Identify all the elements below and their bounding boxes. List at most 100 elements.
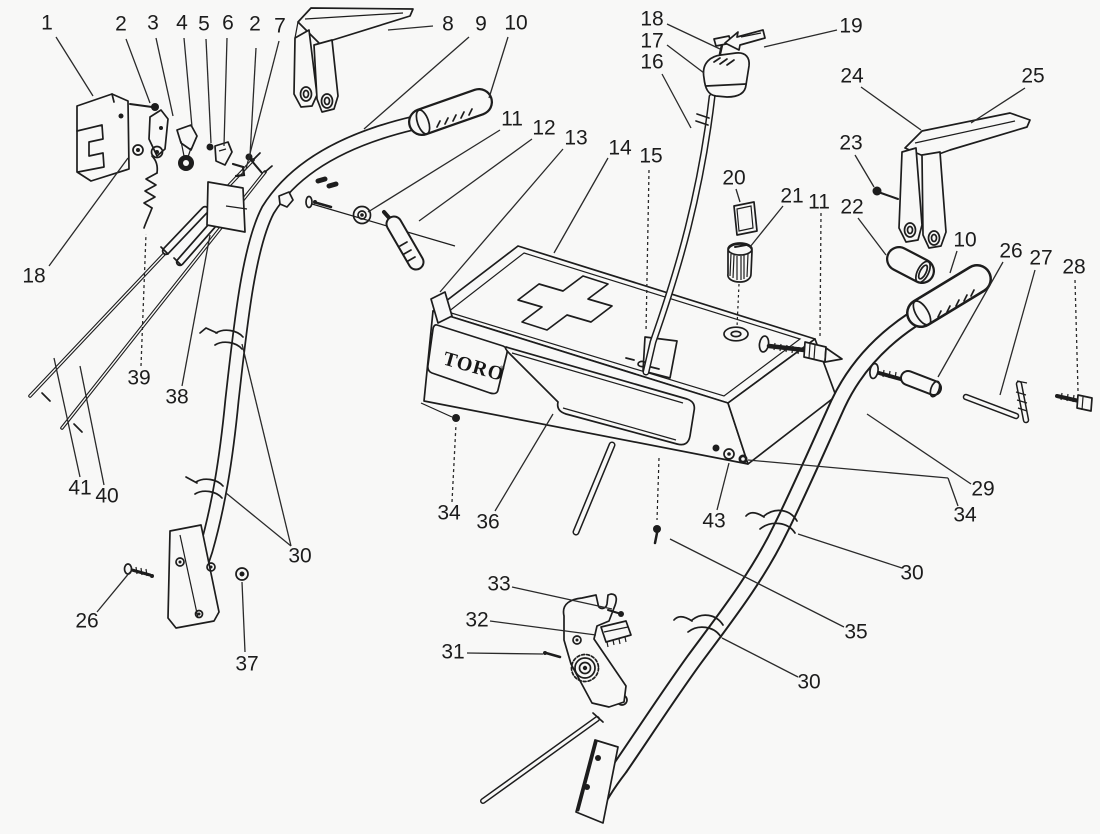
left-handlebar-tube (123, 115, 422, 629)
panel-fasteners-shape (723, 448, 735, 460)
callout-leader-8-8 (387, 25, 434, 31)
left-handlebar-tube-shape (179, 534, 199, 619)
callout-label-28-30: 28 (1062, 256, 1085, 279)
callout-label-29-48: 29 (971, 478, 994, 501)
callout-leader-27-29 (999, 269, 1036, 396)
linkage-hardware-right-shape (902, 372, 940, 394)
lower-bracket-cluster-shape (607, 609, 619, 614)
callout-leader-6-5 (223, 37, 228, 147)
linkage-hardware-right (869, 362, 1093, 424)
callout-label-24-25: 24 (840, 65, 864, 88)
callout-leader-11-22 (819, 212, 822, 338)
linkage-hardware-right-shape (929, 380, 941, 398)
handle-bracket-right-shape (914, 120, 1016, 144)
knob-assembly-shape (727, 242, 753, 256)
handle-bracket-left-shape (299, 86, 313, 102)
lower-bracket-cluster-shape (572, 635, 582, 645)
callout-label-17-17: 17 (640, 30, 663, 53)
callout-label-18-31: 18 (22, 265, 45, 288)
knob-assembly (723, 201, 758, 342)
callout-label-1-0: 1 (41, 12, 53, 35)
callout-label-20-20: 20 (722, 167, 745, 190)
callout-label-22-23: 22 (840, 196, 863, 219)
left-handlebar-tube-shape (150, 574, 154, 578)
callout-label-15-15: 15 (639, 145, 662, 168)
callout-leader-12-12 (418, 138, 533, 222)
handle-bracket-right-shape (921, 151, 947, 249)
shift-lever-shape (705, 57, 747, 87)
left-handlebar-tube-shape (135, 566, 148, 577)
callout-leader-11-11 (367, 129, 501, 213)
callout-leader-3-2 (155, 37, 174, 117)
handle-grip-right-shape (912, 300, 932, 326)
direction-arrow-decal (724, 29, 766, 51)
right-handlebar-tube-shape (481, 717, 599, 803)
mount-bracket-and-lever-cluster-shape (151, 103, 159, 111)
callout-label-35-45: 35 (844, 621, 867, 644)
callout-leader-32-42 (489, 620, 597, 636)
handle-grip-right (906, 264, 992, 328)
handle-bracket-left-shape (302, 89, 310, 99)
mount-bracket-and-lever-cluster-shape (250, 159, 263, 174)
callout-label-13-13: 13 (564, 127, 587, 150)
callout-leader-29-48 (866, 413, 972, 485)
knob-assembly-shape (723, 326, 749, 342)
left-handlebar-tube-shape (175, 557, 185, 567)
callout-label-27-29: 27 (1029, 247, 1052, 270)
callout-label-40-35: 40 (95, 485, 118, 508)
panel-pivot-bolt-shape (808, 343, 816, 360)
mount-bracket-and-lever-cluster-shape (143, 155, 159, 229)
callout-leader-33-41 (511, 586, 613, 610)
callout-leader-17-17 (666, 44, 705, 74)
callout-label-41-34: 41 (68, 477, 91, 500)
mount-bracket-and-lever-cluster-shape (143, 172, 158, 209)
handle-bracket-right-shape (872, 186, 882, 196)
mount-bracket-and-lever-cluster-shape (111, 93, 115, 103)
callout-label-11-11: 11 (501, 108, 523, 131)
callout-leader-5-4 (205, 38, 212, 144)
callout-label-33-41: 33 (487, 573, 510, 596)
handle-bracket-left-shape (320, 93, 334, 109)
drive-lever-hardware-shape (315, 201, 333, 209)
panel-fasteners-shape (727, 452, 731, 456)
callout-label-18-18: 18 (640, 8, 663, 31)
callout-label-3-2: 3 (147, 12, 159, 35)
drive-lever-hardware-shape (315, 176, 339, 189)
handle-bracket-right-shape (914, 260, 932, 284)
left-handlebar-tube-shape (185, 476, 224, 499)
handle-grip-right-shape (908, 266, 990, 326)
shift-lever-shape (644, 95, 714, 374)
lower-bracket-cluster-shape (578, 661, 592, 675)
control-panel: TORO ® (420, 245, 837, 465)
panel-fasteners-shape (653, 531, 659, 545)
handle-bracket-left-shape (294, 21, 299, 39)
callout-leader-16-16 (661, 73, 692, 129)
mount-bracket-and-lever-cluster-shape (132, 144, 144, 156)
lower-bracket-cluster-shape (618, 611, 624, 617)
linkage-hardware-right-shape (1015, 380, 1028, 412)
shift-lever (572, 29, 766, 536)
callout-leader-26-28 (937, 261, 1004, 378)
callout-leader-7-7 (245, 40, 280, 170)
mount-bracket-and-lever-cluster-shape (136, 148, 140, 152)
left-handlebar-tube-shape (206, 562, 216, 572)
callout-leader-21-21 (749, 205, 784, 248)
handle-grip-right-shape (937, 289, 975, 318)
left-handlebar-tube-shape (196, 117, 420, 568)
callout-label-34-39: 34 (437, 502, 461, 525)
callout-leader-10-27 (949, 250, 958, 274)
callout-label-26-36: 26 (75, 610, 98, 633)
mount-bracket-and-lever-cluster-shape (118, 113, 124, 119)
callout-leader-18-31 (48, 157, 129, 267)
mount-bracket-and-lever-cluster-shape (129, 103, 153, 108)
knob-assembly-shape (734, 244, 747, 248)
callout-leader-34-49 (947, 477, 959, 507)
left-handlebar-tube-shape (197, 612, 201, 616)
handle-bracket-left-shape (293, 29, 318, 108)
handle-bracket-left (293, 7, 414, 113)
drive-lever-hardware (278, 176, 456, 271)
callout-leader-2-6 (249, 47, 257, 157)
callout-leader-30-38 (225, 492, 292, 547)
